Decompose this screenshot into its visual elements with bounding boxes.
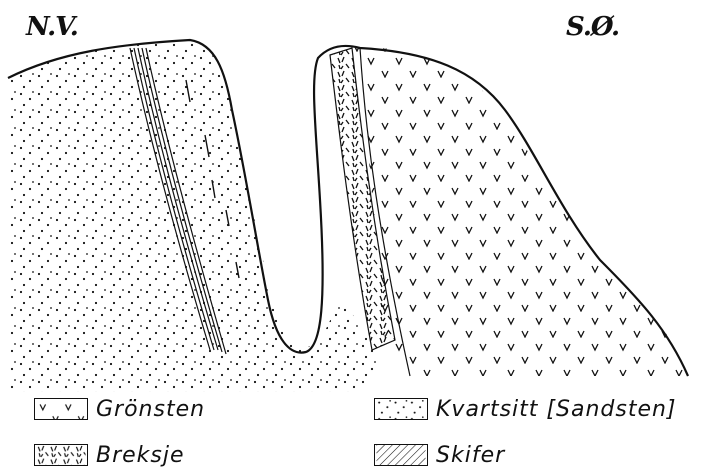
gronsten-area: [352, 48, 690, 376]
legend-item-skifer: Skifer: [374, 442, 505, 468]
legend-label-kvartsitt: Kvartsitt [Sandsten]: [436, 397, 677, 422]
legend-item-gronsten: Grönsten: [34, 396, 205, 422]
legend-item-kvartsitt: Kvartsitt [Sandsten]: [374, 396, 677, 422]
skifer-swatch: [374, 444, 428, 466]
breksje-swatch: [34, 444, 88, 466]
orientation-nw-label: N.V.: [26, 12, 78, 42]
gronsten-swatch: [34, 398, 88, 420]
legend-label-gronsten: Grönsten: [96, 397, 205, 422]
kvartsitt-swatch: [374, 398, 428, 420]
legend-label-skifer: Skifer: [436, 443, 505, 468]
legend-label-breksje: Breksje: [96, 443, 185, 468]
kvartsitt-area-left: [8, 40, 380, 392]
orientation-se-label: S.Ø.: [566, 12, 619, 42]
legend-item-breksje: Breksje: [34, 442, 185, 468]
